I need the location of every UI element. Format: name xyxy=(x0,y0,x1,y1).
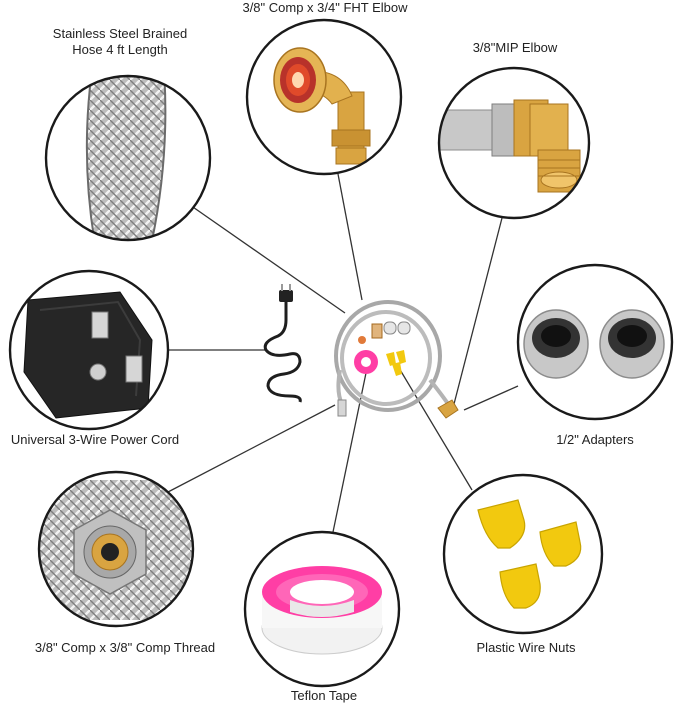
teflon-detail-circle xyxy=(243,530,401,688)
wire-nuts-detail-circle xyxy=(442,473,604,635)
hose-label-line-1: Stainless Steel Brained xyxy=(52,26,188,41)
connector-adapters xyxy=(463,385,519,411)
connector-mip xyxy=(453,217,503,405)
power-plug-icon xyxy=(23,291,153,419)
braided-hose-icon xyxy=(86,76,166,240)
wire-nuts-small xyxy=(386,350,406,376)
compression-fitting-icon xyxy=(73,509,147,595)
teflon-tape-small xyxy=(354,350,378,374)
connector-comp xyxy=(167,404,336,493)
power-cord-label: Universal 3-Wire Power Cord xyxy=(10,432,180,447)
adapters-detail-circle xyxy=(516,263,674,421)
comp-thread-label: 3/8" Comp x 3/8" Comp Thread xyxy=(34,640,216,655)
connector-lines xyxy=(167,173,519,533)
fht-elbow-label: 3/8" Comp x 3/4" FHT Elbow xyxy=(242,0,408,15)
connector-nuts xyxy=(398,367,473,491)
teflon-tape-icon xyxy=(261,566,383,655)
fht-elbow-detail-circle xyxy=(245,18,403,176)
wire-nut-icon xyxy=(477,499,582,609)
power-cord-detail-circle xyxy=(8,269,170,431)
connector-teflon xyxy=(332,372,367,533)
small-fittings xyxy=(337,321,459,419)
hose-adapter-icon xyxy=(523,309,665,379)
power-cord-small xyxy=(263,284,302,403)
comp-thread-detail-circle xyxy=(37,470,195,628)
hose-label-line-2: Hose 4 ft Length xyxy=(72,42,168,57)
hose-label: Stainless Steel Brained Hose 4 ft Length xyxy=(36,26,204,58)
brass-fht-elbow-icon xyxy=(273,47,371,165)
teflon-label: Teflon Tape xyxy=(290,688,358,703)
adapters-label: 1/2" Adapters xyxy=(556,432,634,447)
mip-elbow-label: 3/8"MIP Elbow xyxy=(472,40,558,55)
connector-fht xyxy=(337,173,363,301)
wire-nuts-label: Plastic Wire Nuts xyxy=(476,640,576,655)
hose-detail-circle xyxy=(44,74,212,242)
mip-elbow-detail-circle xyxy=(437,66,591,220)
brass-mip-elbow-icon xyxy=(439,99,581,193)
connector-hose xyxy=(189,204,346,314)
kit-center-product xyxy=(263,284,459,419)
